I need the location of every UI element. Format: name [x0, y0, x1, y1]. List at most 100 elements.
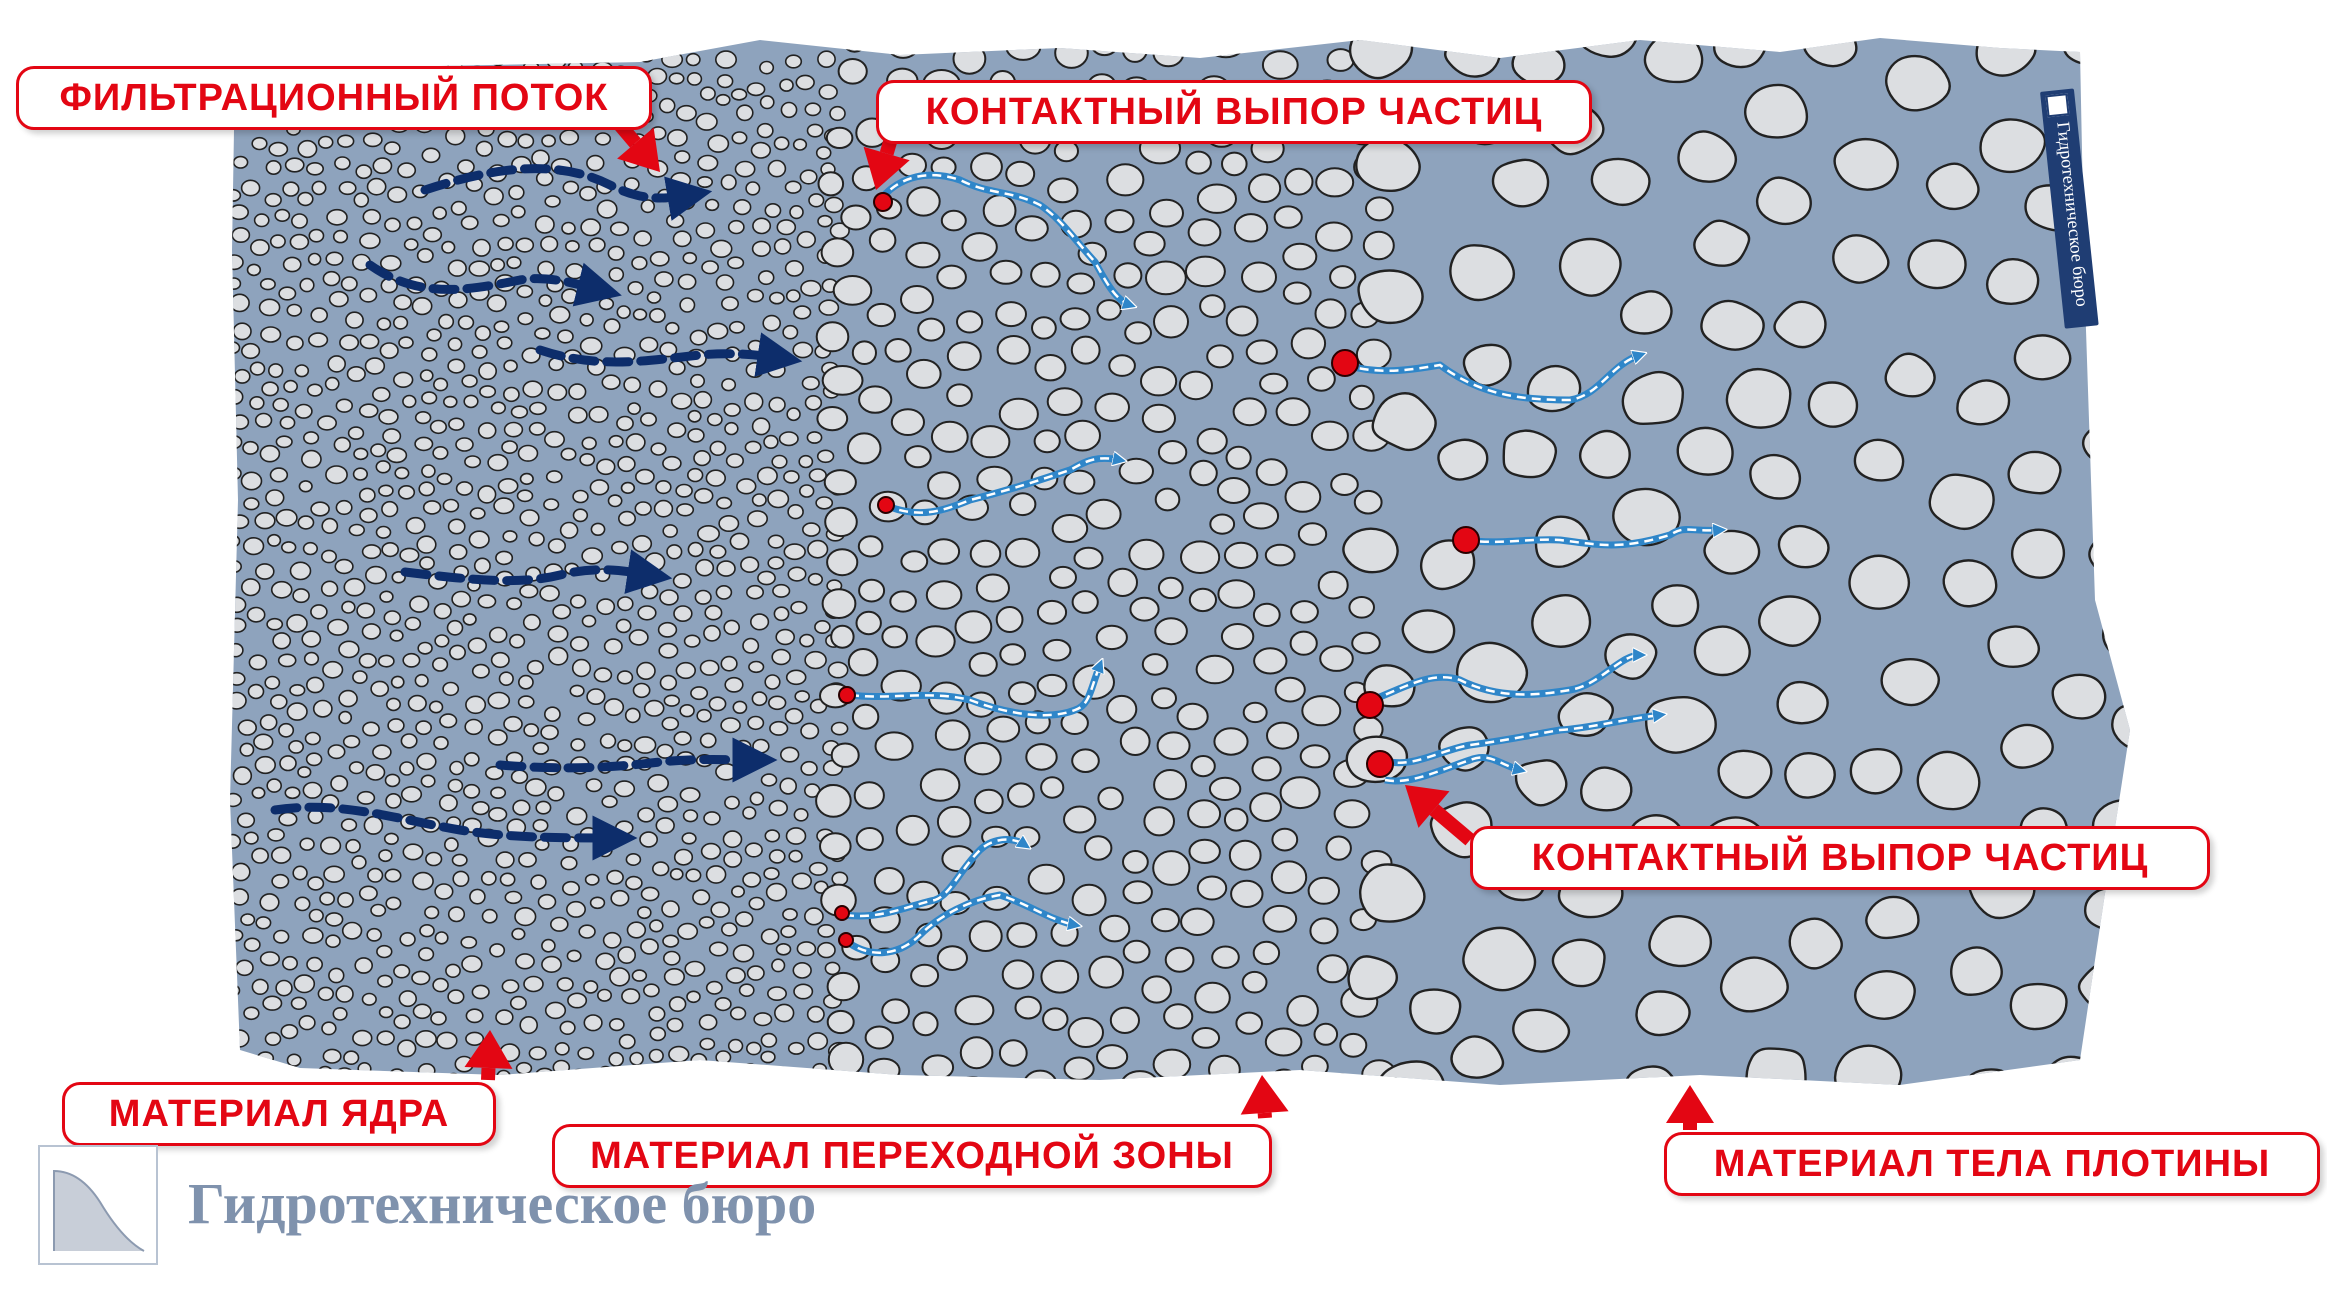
rock: [1714, 24, 1767, 67]
grain: [1107, 164, 1143, 195]
grain: [329, 968, 344, 982]
grain: [868, 1059, 899, 1082]
grain: [563, 882, 579, 895]
grain: [698, 156, 718, 171]
grain: [792, 873, 811, 888]
grain: [698, 177, 713, 187]
grain: [1095, 394, 1129, 421]
grain: [584, 1015, 602, 1031]
grain: [462, 216, 478, 229]
grain: [434, 737, 448, 749]
grain: [1247, 340, 1277, 363]
grain: [794, 306, 811, 319]
grain: [1159, 578, 1183, 598]
grain: [857, 612, 881, 634]
grain: [330, 292, 348, 307]
rock: [1855, 440, 1903, 481]
grain: [348, 367, 366, 381]
grain: [272, 847, 291, 863]
grain: [752, 143, 771, 158]
grain: [338, 893, 353, 907]
grain: [458, 160, 474, 174]
grain: [776, 630, 794, 645]
grain: [1043, 1008, 1067, 1030]
grain: [449, 260, 467, 276]
grain: [494, 321, 508, 332]
grain: [705, 1070, 724, 1085]
grain: [691, 687, 707, 699]
grain: [669, 1047, 689, 1062]
grain: [227, 561, 241, 573]
grain: [818, 216, 832, 227]
grain: [280, 756, 296, 771]
grain: [667, 1019, 682, 1032]
grain: [452, 202, 467, 215]
grain: [788, 505, 803, 519]
grain: [493, 215, 509, 227]
grain: [418, 249, 433, 262]
grain: [1349, 597, 1374, 618]
grain: [580, 187, 596, 201]
grain: [1218, 580, 1254, 608]
grain: [500, 672, 514, 685]
grain: [470, 889, 485, 903]
grain: [360, 233, 380, 248]
grain: [254, 734, 273, 749]
grain: [597, 200, 616, 218]
grain: [380, 1007, 393, 1018]
grain: [440, 795, 457, 811]
grain: [962, 233, 996, 261]
grain: [1230, 841, 1261, 870]
grain: [823, 589, 856, 618]
grain: [225, 255, 243, 269]
grain: [594, 668, 611, 682]
grain: [932, 422, 968, 452]
grain: [843, 29, 866, 51]
grain: [1159, 441, 1186, 463]
grain: [377, 318, 390, 330]
grain: [801, 281, 821, 296]
grain: [1198, 185, 1236, 213]
grain: [579, 925, 595, 938]
grain: [1330, 266, 1355, 288]
grain: [674, 606, 692, 621]
rock: [2009, 452, 2061, 493]
grain: [582, 548, 602, 564]
grain: [759, 271, 774, 284]
grain: [725, 678, 743, 692]
grain: [650, 1027, 665, 1040]
grain: [234, 767, 252, 784]
grain: [424, 501, 441, 514]
rock: [1835, 1046, 1901, 1101]
grain: [573, 660, 591, 677]
grain: [1186, 257, 1225, 287]
grain: [1111, 1008, 1139, 1033]
grain: [567, 808, 587, 825]
grain: [373, 388, 390, 402]
rock: [1410, 990, 1460, 1034]
grain: [242, 472, 262, 489]
grain: [569, 408, 587, 423]
grain: [399, 486, 415, 499]
grain: [1164, 1004, 1192, 1028]
grain: [363, 210, 380, 224]
grain: [529, 1047, 546, 1060]
grain: [292, 214, 307, 228]
grain: [1198, 877, 1226, 900]
grain: [609, 1053, 623, 1066]
grain: [340, 335, 358, 350]
grain: [489, 808, 507, 821]
grain: [229, 930, 243, 941]
uplifted-particle: [1367, 751, 1393, 777]
grain: [1310, 918, 1337, 943]
grain: [1181, 909, 1214, 935]
grain: [366, 765, 384, 780]
grain: [419, 1064, 435, 1078]
grain: [834, 276, 872, 305]
grain: [622, 483, 635, 494]
grain: [663, 935, 678, 947]
grain: [284, 381, 297, 393]
grain: [1277, 398, 1310, 425]
grain: [448, 990, 464, 1003]
grain: [571, 637, 589, 651]
